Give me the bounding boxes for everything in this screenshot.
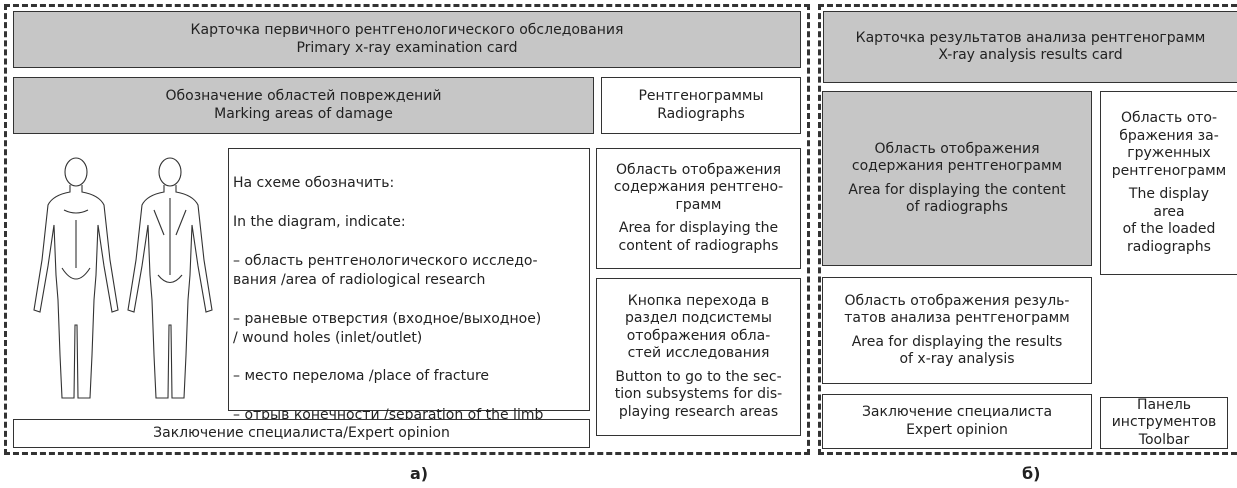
primary-card-header-ru: Карточка первичного рентгенологического … <box>190 22 624 38</box>
radiograph-content-en: Area for displaying the content of radio… <box>618 220 779 254</box>
marking-areas-en: Marking areas of damage <box>214 105 393 122</box>
content-area-b-ru: Область отображения содержания рентгеног… <box>851 140 1063 175</box>
expert-opinion-field-a[interactable]: Заключение специалиста/Expert opinion <box>13 419 590 448</box>
front-body-figure <box>33 157 119 399</box>
radiograph-content-area: Область отображения содержания рентгено-… <box>596 148 801 269</box>
radiographs-box[interactable]: Рентгенограммы Radiographs <box>601 77 801 134</box>
instruction-line: – раневые отверстия (входное/выходное) /… <box>233 310 542 346</box>
instructions-box: На схеме обозначить: In the diagram, ind… <box>228 148 590 423</box>
radiographs-ru: Рентгенограммы <box>638 88 764 104</box>
expert-opinion-b-ru: Заключение специалиста <box>861 404 1053 420</box>
instruction-line: – область рентгенологического исследо- в… <box>233 252 538 288</box>
results-card-header: Карточка результатов анализа рентгеногра… <box>823 11 1237 83</box>
loaded-area-ru: Область ото- бражения за- груженных рент… <box>1111 110 1227 179</box>
nav-button-en: Button to go to the sec- tion subsystems… <box>614 368 783 420</box>
radiograph-content-area-b: Область отображения содержания рентгеног… <box>822 91 1092 266</box>
marking-areas-ru: Обозначение областей повреждений <box>165 88 442 104</box>
nav-button-ru: Кнопка перехода в раздел подсистемы отоб… <box>625 292 772 362</box>
analysis-results-area: Область отображения резуль- татов анализ… <box>822 277 1092 384</box>
loaded-radiographs-area[interactable]: Область ото- бражения за- груженных рент… <box>1100 91 1237 275</box>
panel-a-frame <box>4 4 810 455</box>
back-body-figure <box>127 157 213 399</box>
results-area-en: Area for displaying the results of x-ray… <box>851 333 1063 368</box>
toolbar-panel[interactable]: Панель инструментов Toolbar <box>1100 397 1228 449</box>
loaded-area-en: The display area of the loaded radiograp… <box>1122 186 1216 255</box>
radiographs-en: Radiographs <box>657 105 745 122</box>
radiograph-content-ru: Область отображения содержания рентгено-… <box>613 161 784 213</box>
instruction-line: In the diagram, indicate: <box>233 213 406 230</box>
research-areas-nav-button[interactable]: Кнопка перехода в раздел подсистемы отоб… <box>596 278 801 436</box>
expert-opinion-b-en: Expert opinion <box>906 421 1008 438</box>
marking-areas-header: Обозначение областей повреждений Marking… <box>13 77 594 134</box>
panel-b-frame <box>818 4 1237 455</box>
instruction-line: – место перелома /place of fracture <box>233 368 490 385</box>
caption-a: а) <box>410 464 429 483</box>
expert-opinion-a-label: Заключение специалиста/Expert opinion <box>153 424 450 441</box>
expert-opinion-field-b[interactable]: Заключение специалиста Expert opinion <box>822 394 1092 449</box>
content-area-b-en: Area for displaying the content of radio… <box>848 181 1066 216</box>
toolbar-en: Toolbar <box>1138 431 1190 448</box>
primary-card-header: Карточка первичного рентгенологического … <box>13 11 801 68</box>
results-area-ru: Область отображения резуль- татов анализ… <box>844 292 1070 327</box>
results-card-header-en: X-ray analysis results card <box>938 47 1123 63</box>
caption-b: б) <box>1022 464 1041 483</box>
primary-card-header-en: Primary x-ray examination card <box>296 39 518 56</box>
toolbar-ru: Панель инструментов <box>1111 396 1217 431</box>
body-diagram[interactable] <box>18 150 226 408</box>
instruction-line: На схеме обозначить: <box>233 175 395 192</box>
results-card-header-ru: Карточка результатов анализа рентгеногра… <box>855 29 1206 46</box>
